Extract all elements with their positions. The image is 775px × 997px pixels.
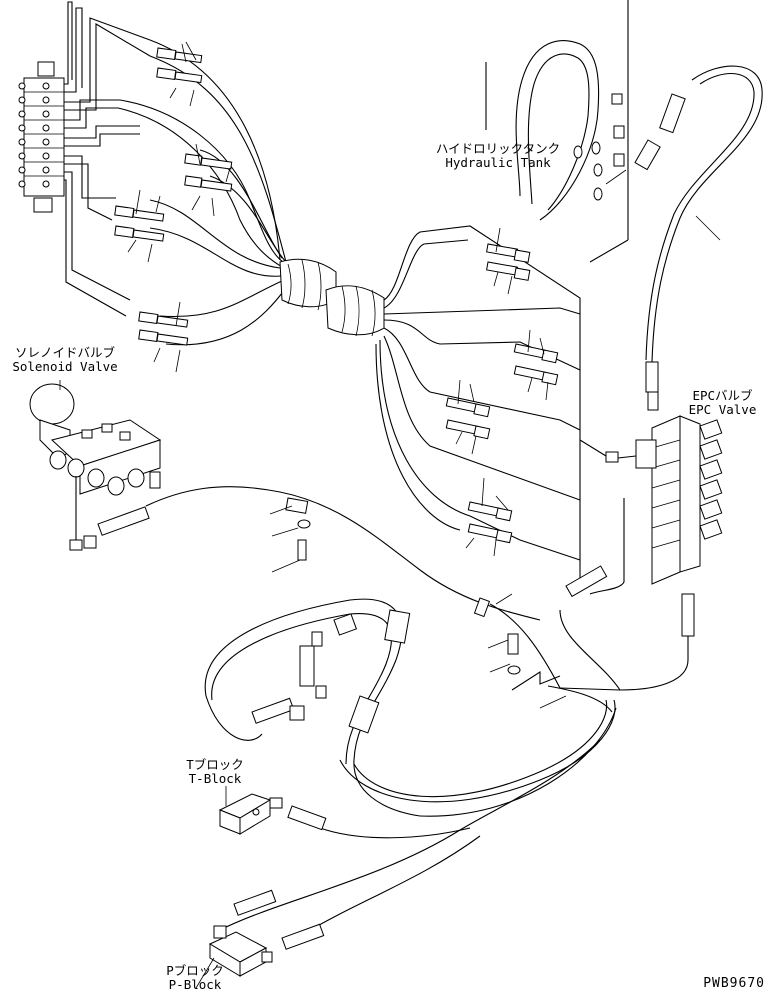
- hydraulic-tank: [485, 0, 629, 263]
- solenoid-valve: [29, 383, 162, 551]
- leader-lines: [59, 380, 227, 989]
- tank-return-hose: [634, 65, 763, 411]
- lower-hose-assembly: [204, 598, 617, 937]
- p-block-label: Pブロック P-Block: [145, 964, 245, 992]
- hose-fittings-right: [445, 227, 559, 557]
- t-block-label-en: T-Block: [188, 771, 242, 786]
- solenoid-valve-label-jp: ソレノイドバルブ: [14, 345, 115, 360]
- epc-lower-hoses: [559, 498, 695, 691]
- epc-valve-label-jp: EPCバルブ: [692, 388, 753, 403]
- p-block: [208, 889, 325, 977]
- hydraulic-tank-label: ハイドロリックタンク Hydraulic Tank: [418, 142, 578, 170]
- manifold-block: [18, 61, 65, 213]
- hose-sleeve-bundle: [279, 258, 385, 337]
- p-block-label-en: P-Block: [168, 977, 222, 992]
- t-block-label: Tブロック T-Block: [165, 758, 265, 786]
- t-block-label-jp: Tブロック: [186, 757, 244, 772]
- p-block-label-jp: Pブロック: [166, 963, 224, 978]
- epc-valve-label: EPCバルブ EPC Valve: [670, 389, 775, 417]
- solenoid-outlet-hose: [145, 486, 561, 689]
- epc-valve: [579, 415, 723, 585]
- solenoid-valve-label: ソレノイドバルブ Solenoid Valve: [0, 346, 130, 374]
- epc-valve-label-en: EPC Valve: [688, 402, 757, 417]
- hose-fittings-upper-left: [114, 41, 233, 373]
- t-block: [218, 793, 327, 835]
- hydraulic-tank-label-en: Hydraulic Tank: [445, 155, 551, 170]
- right-hose-bundle: [375, 225, 581, 580]
- drawing-code: PWB9670: [703, 976, 765, 991]
- solenoid-valve-label-en: Solenoid Valve: [12, 359, 118, 374]
- hydraulic-tank-label-jp: ハイドロリックタンク: [435, 141, 561, 156]
